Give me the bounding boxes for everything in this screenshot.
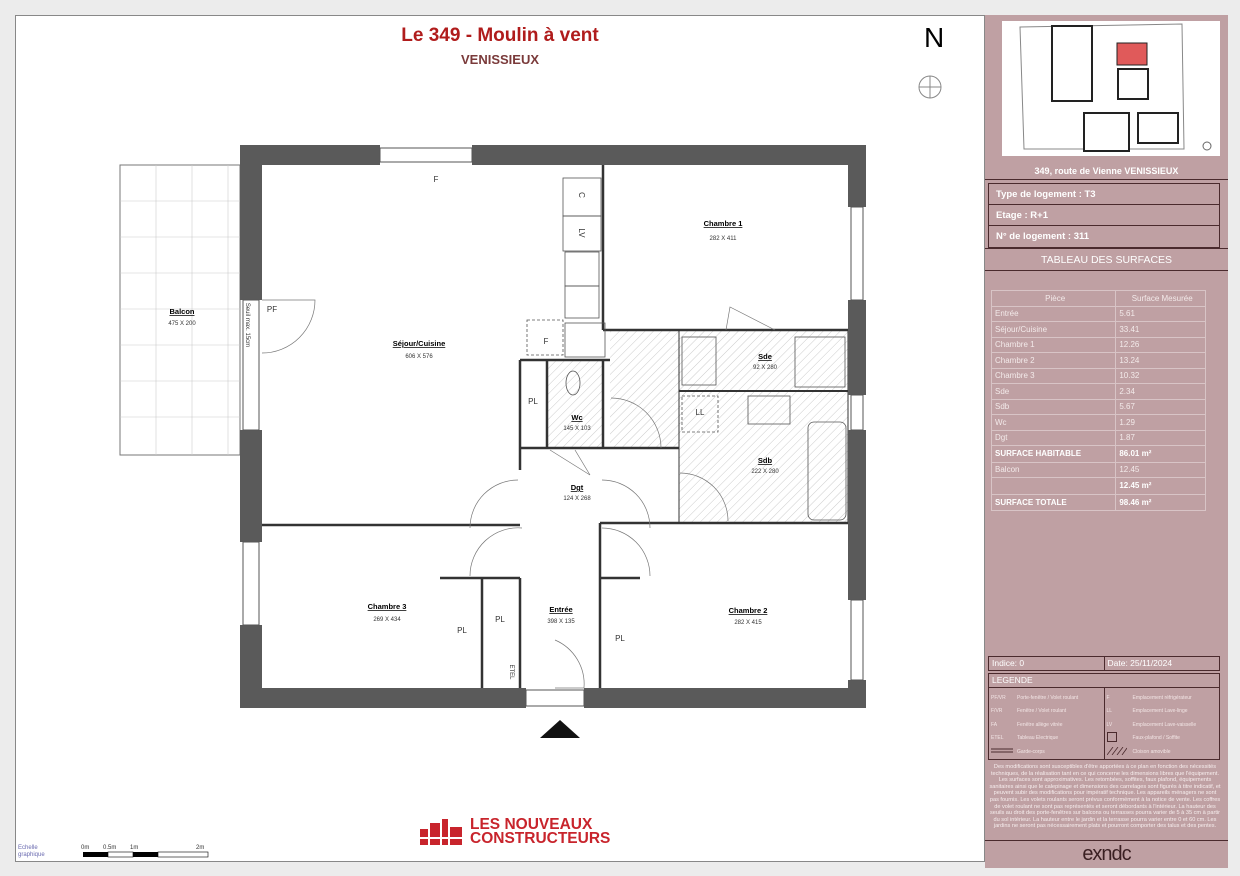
svg-text:F: F [434, 175, 439, 184]
unit-number: N° de logement : 311 [996, 231, 1090, 242]
north-label: N [924, 22, 945, 53]
room-dimensions: 222 X 280 [751, 469, 779, 475]
room-dimensions: 282 X 415 [734, 620, 762, 626]
svg-text:PL: PL [457, 626, 467, 635]
surface-table-title: TABLEAU DES SURFACES [985, 248, 1228, 271]
svg-text:2m: 2m [196, 845, 204, 851]
room-dimensions: 606 X 576 [405, 354, 433, 360]
interior-walls [262, 165, 848, 688]
svg-text:PL: PL [495, 615, 505, 624]
room-name: Balcon [169, 307, 194, 316]
compass-icon [918, 75, 942, 99]
revision-info: Indice: 0 Date: 25/11/2024 [988, 656, 1220, 671]
guardrail-symbol-icon [991, 748, 1013, 753]
svg-text:LL: LL [696, 408, 705, 417]
indice: Indice: 0 [989, 657, 1105, 670]
unit-floor: Etage : R+1 [989, 205, 1219, 226]
svg-text:LV: LV [577, 228, 586, 238]
room-name: Wc [571, 413, 582, 422]
room-name: Sde [758, 352, 772, 361]
svg-text:ETEL: ETEL [508, 664, 514, 680]
scale-bar: 0m 0.5m 1m 2m [81, 845, 209, 858]
annex-total-row: 12.45 m² [990, 477, 1206, 495]
balcony [119, 164, 241, 456]
svg-text:C: C [577, 192, 586, 198]
svg-text:0.5m: 0.5m [103, 845, 116, 851]
info-panel: 349, route de Vienne VENISSIEUX Type de … [985, 15, 1228, 868]
room-dimensions: 475 X 200 [168, 321, 196, 327]
room-name: Chambre 3 [368, 602, 407, 611]
unit-type: Type de logement : T3 [989, 184, 1219, 205]
door-swings [261, 299, 776, 689]
room-dimensions: 124 X 268 [563, 496, 591, 502]
room-name: Sdb [758, 456, 773, 465]
svg-text:PF: PF [267, 305, 277, 314]
room-dimensions: 145 X 103 [563, 426, 591, 432]
page-title: Le 349 - Moulin à vent [401, 25, 599, 46]
soffit-hatch-icon [1106, 732, 1117, 743]
svg-text:Seuil max. 15cm: Seuil max. 15cm [244, 303, 250, 347]
removable-partition-icon [1106, 746, 1127, 755]
disclaimer: Des modifications sont susceptibles d'êt… [989, 764, 1221, 830]
architect-logo: exndc [985, 840, 1228, 868]
site-map [1002, 21, 1220, 156]
plan-marks: PF F F PL PL PL PL LL LV C ETEL Seuil ma… [244, 175, 705, 680]
kitchen-counter [526, 177, 847, 521]
room-dimensions: 92 X 280 [753, 365, 778, 371]
room-name: Séjour/Cuisine [393, 339, 446, 348]
exterior-walls [240, 145, 866, 708]
date: Date: 25/11/2024 [1107, 658, 1173, 668]
svg-text:F: F [544, 337, 549, 346]
page-subtitle: VENISSIEUX [460, 52, 540, 67]
room-dimensions: 282 X 411 [710, 236, 738, 242]
room-name: Dgt [571, 483, 584, 492]
entrance-arrow-icon [540, 720, 580, 738]
svg-text:0m: 0m [81, 845, 89, 851]
building-logo-icon [420, 819, 464, 845]
svg-text:PL: PL [615, 634, 625, 643]
address: 349, route de Vienne VENISSIEUX [985, 162, 1228, 180]
svg-text:1m: 1m [130, 845, 138, 851]
room-dimensions: 269 X 434 [373, 617, 401, 623]
room-name: Chambre 1 [704, 219, 743, 228]
room-name: Chambre 2 [729, 606, 768, 615]
unit-info: Type de logement : T3 Etage : R+1 N° de … [988, 183, 1220, 248]
svg-text:PL: PL [528, 397, 538, 406]
room-name: Entrée [549, 605, 572, 614]
room-dimensions: 398 X 135 [547, 619, 575, 625]
